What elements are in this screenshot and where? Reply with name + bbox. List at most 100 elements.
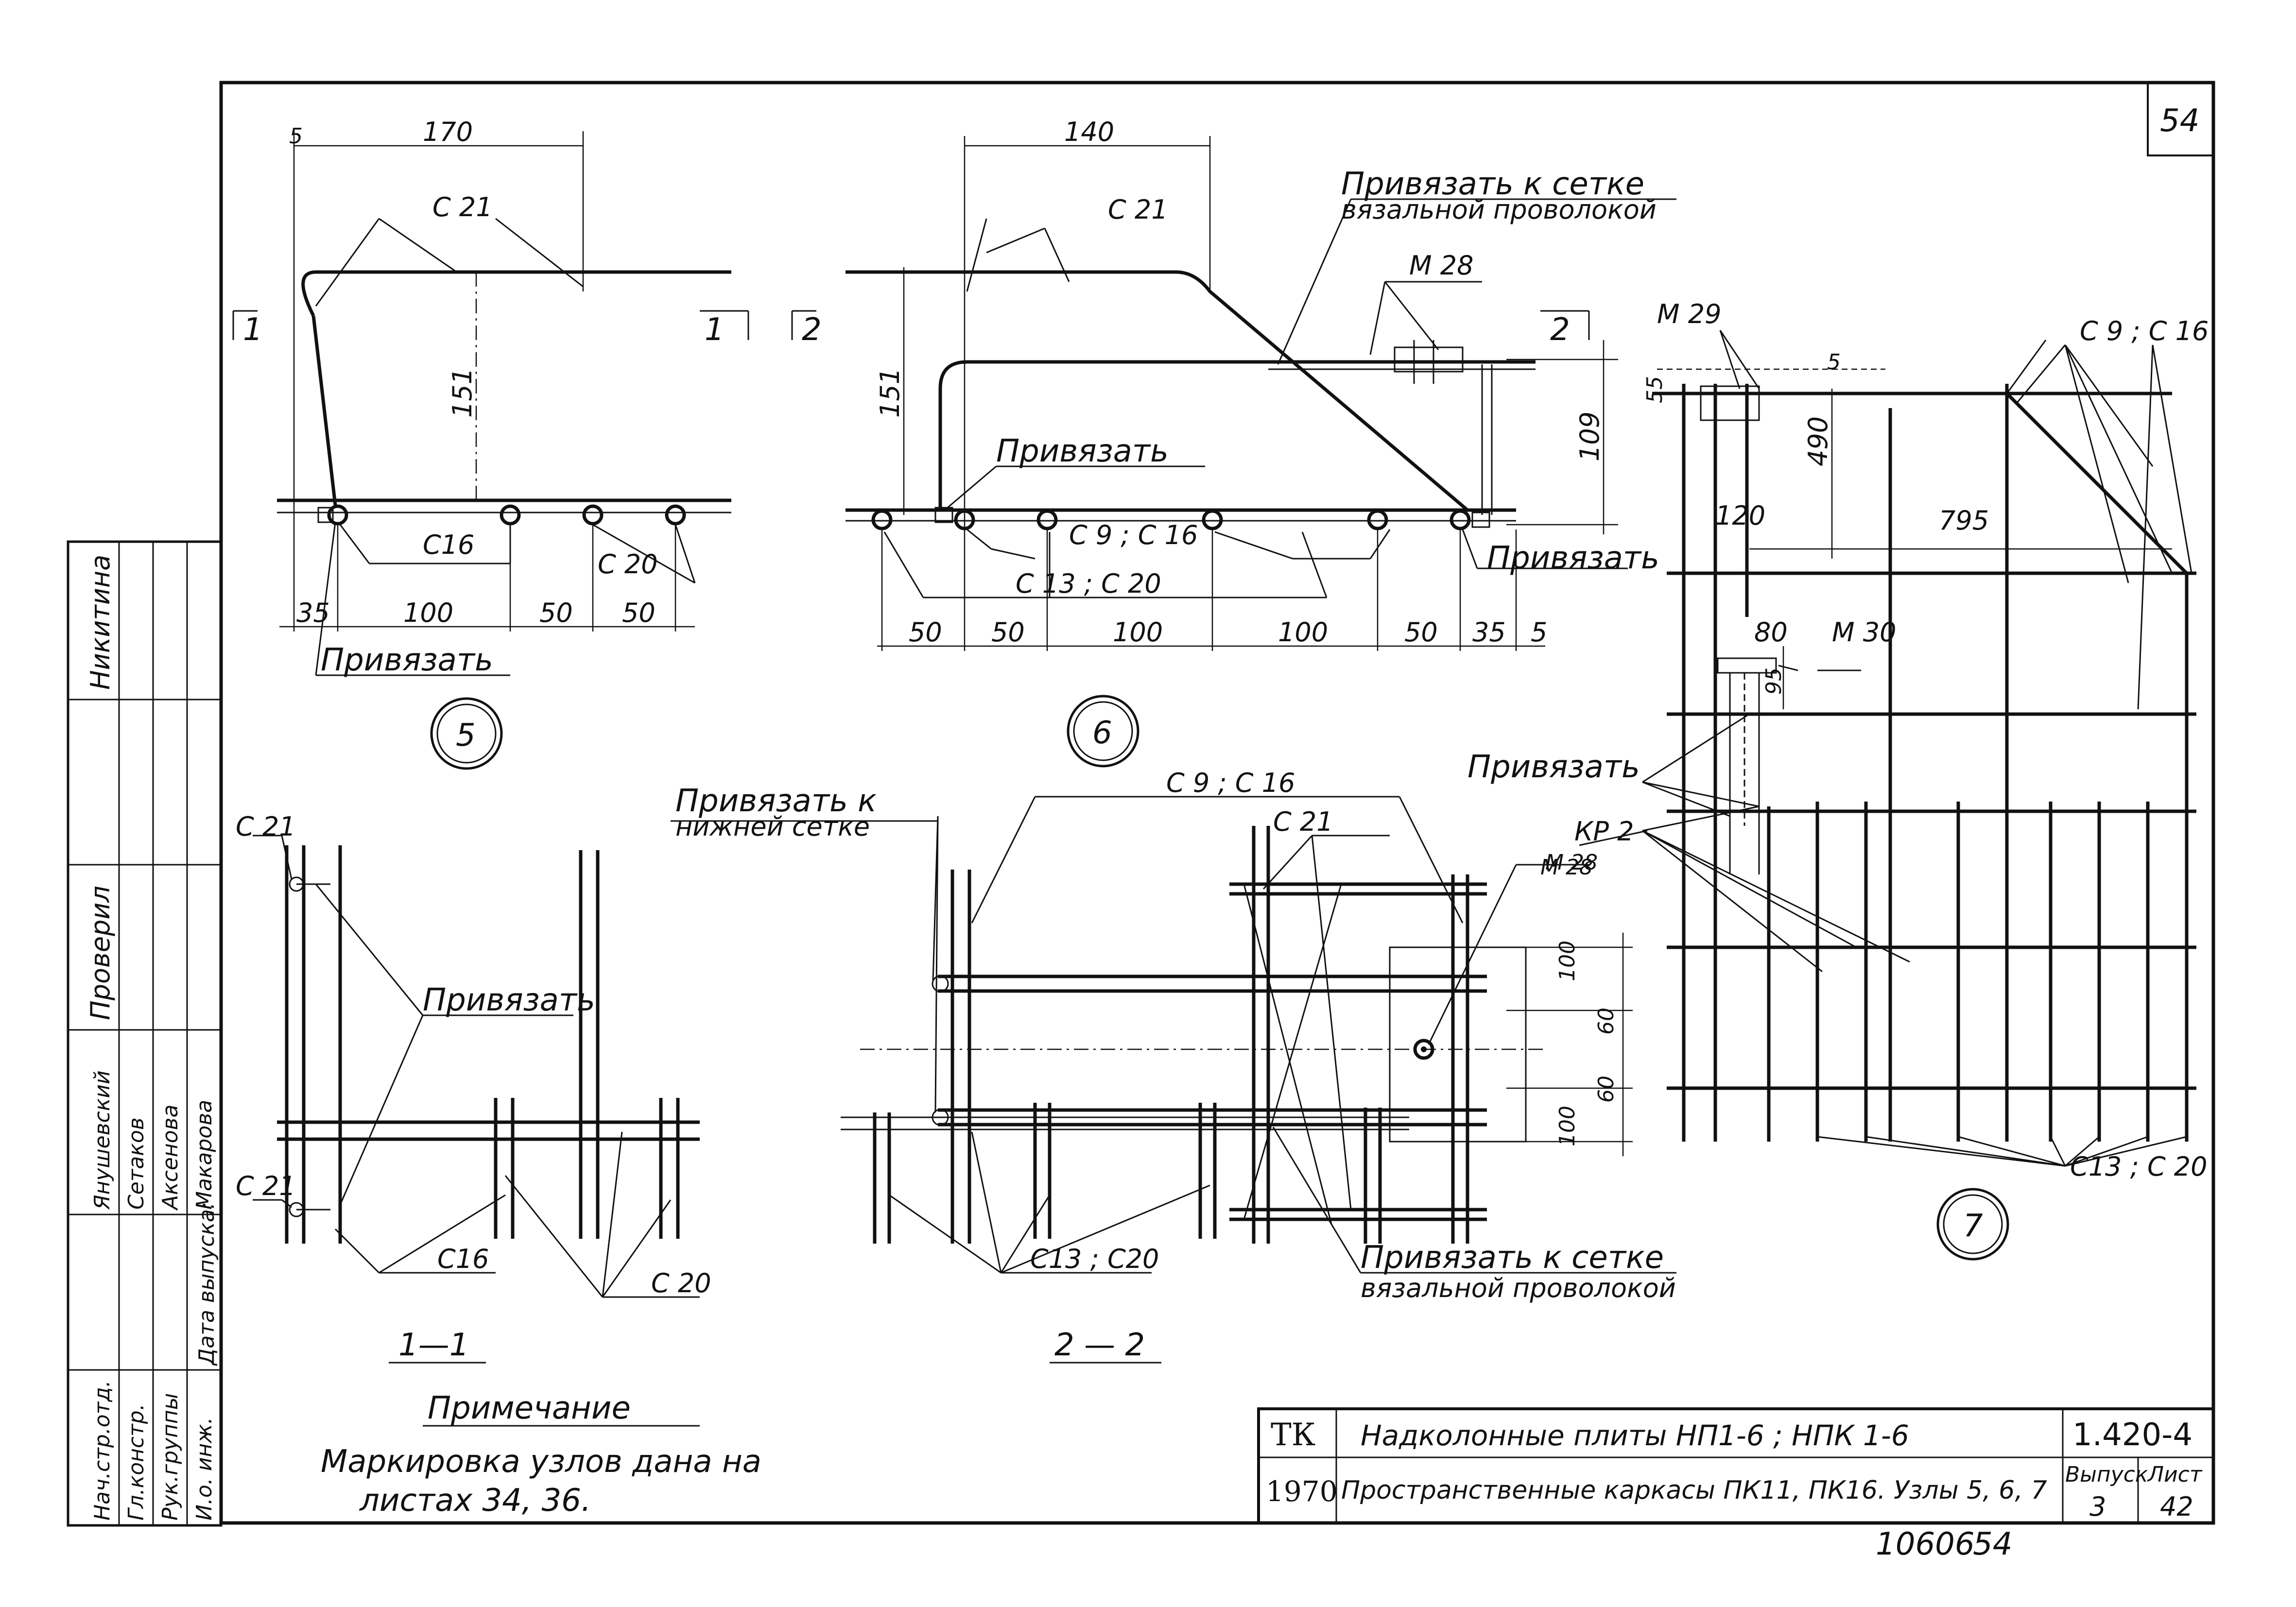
s22-bottom-mesh: нижней сетке	[675, 811, 870, 842]
title-block-texts: ТК 1970 Надколонные плиты НП1-6 ; НПК 1-…	[1266, 1417, 2203, 1522]
side-stamp	[68, 542, 221, 1525]
node5-dim-5: 5	[289, 124, 303, 149]
side-stamp-texts: Никитина Проверил Янушевский Сетаков Акс…	[85, 555, 219, 1521]
s11-label-c16: С16	[437, 1244, 489, 1274]
node7-dim-55: 55	[1642, 376, 1667, 403]
node7-label-tie: Привязать	[1467, 749, 1640, 785]
sheet-frame	[67, 81, 2215, 1527]
node5-label-c16: С16	[423, 530, 474, 560]
stamp-role-4: И.о. инж.	[192, 1417, 217, 1521]
node7-dim-80: 80	[1754, 617, 1788, 648]
node5-section-right: 1	[705, 312, 725, 348]
tb-title-line-2: Пространственные каркасы ПК11, ПК16. Узл…	[1341, 1476, 2047, 1505]
stamp-role-2: Гл.констр.	[124, 1403, 149, 1521]
node6-label-c13c20: С 13 ; С 20	[1016, 568, 1161, 599]
node6-dim-151: 151	[875, 368, 905, 418]
node-5-drawing	[232, 131, 749, 770]
stamp-role-3: Рук.группы	[158, 1393, 183, 1521]
node5-dim-50a: 50	[539, 598, 573, 628]
stamp-role-1: Нач.стр.отд.	[90, 1380, 115, 1521]
node-6-drawing	[791, 136, 1676, 768]
stamp-name-2: Сетаков	[124, 1117, 149, 1210]
node-7-drawing	[1579, 330, 2196, 1261]
node7-label-kr2: КР 2	[1574, 816, 1634, 847]
s22-dim-100-bottom: 100	[1555, 1106, 1580, 1146]
s11-label-c21-bottom: С 21	[236, 1171, 296, 1201]
node7-label-m30: М 30	[1832, 617, 1896, 648]
node5-dim-170: 170	[423, 117, 473, 147]
node6-label-tie: Привязать	[996, 433, 1169, 469]
section-2-2-texts: Привязать к нижней сетке С 9 ; С 16 С 21…	[675, 768, 1676, 1363]
node7-number: 7	[1963, 1208, 1983, 1244]
s11-label-c21-top: С 21	[236, 811, 296, 842]
node6-tie-to-mesh: Привязать к сетке	[1341, 166, 1644, 202]
checked-by-name: Никитина	[85, 555, 116, 690]
node5-dim-151: 151	[447, 368, 478, 418]
node6-section-right: 2	[1550, 312, 1570, 348]
tb-year: 1970	[1266, 1475, 1338, 1508]
s11-label-c20: С 20	[651, 1268, 711, 1299]
node7-dim-490: 490	[1803, 416, 1833, 466]
section-1-1-texts: С 21 С 21 Привязать С16 С 20 1—1	[236, 811, 711, 1363]
node5-section-left: 1	[243, 312, 263, 348]
node6-dim-100a: 100	[1113, 617, 1163, 648]
tb-series: 1.420-4	[2072, 1417, 2192, 1453]
node7-label-c9c16: С 9 ; С 16	[2080, 316, 2209, 346]
note-line-1: Маркировка узлов дана на	[321, 1444, 761, 1480]
node-6-texts: 140 С 21 Привязать к сетке вязальной про…	[802, 117, 1659, 751]
checked-label: Проверил	[85, 886, 116, 1020]
note-block: Примечание Маркировка узлов дана на лист…	[321, 1390, 761, 1519]
node5-label-c21: С 21	[432, 192, 493, 222]
node7-dim-120: 120	[1715, 500, 1765, 531]
tb-sheet-label: Лист	[2147, 1462, 2203, 1487]
node5-dim-100: 100	[403, 598, 453, 628]
s22-tie-wire: вязальной проволокой	[1361, 1273, 1676, 1303]
stamp-number-block: 10606 54	[1876, 1526, 2012, 1562]
s22-dim-60-top: 60	[1594, 1008, 1619, 1035]
s22-tie-bottom: Привязать к	[675, 783, 877, 819]
node6-tie-wire: вязальной проволокой	[1341, 194, 1657, 225]
node5-dim-35: 35	[296, 598, 330, 628]
node5-dim-50b: 50	[622, 598, 656, 628]
node6-section-left: 2	[802, 312, 822, 348]
stamp-name-3: Аксенова	[158, 1104, 183, 1211]
s22-label-c9c16: С 9 ; С 16	[1166, 768, 1295, 798]
stamp-name-4: Макарова	[192, 1100, 217, 1210]
node6-label-c21: С 21	[1108, 194, 1168, 225]
node6-dim-109: 109	[1574, 411, 1605, 462]
release-date-label: Дата выпуска:	[194, 1202, 219, 1366]
stamp-page: 54	[1973, 1526, 2012, 1562]
s22-label-c13c20: С13 ; С20	[1030, 1244, 1159, 1274]
section-1-1-drawing	[253, 835, 700, 1364]
stamp-number: 10606	[1876, 1526, 1975, 1562]
note-line-2: листах 34, 36.	[359, 1483, 591, 1519]
tb-issue: 3	[2089, 1491, 2106, 1522]
node6-label-c9c16: С 9 ; С 16	[1069, 520, 1198, 550]
s22-label-m28: М 28	[1540, 855, 1593, 880]
tb-issue-label: Выпуск	[2065, 1462, 2148, 1487]
s22-title: 2 — 2	[1054, 1327, 1145, 1363]
s22-tie-to-mesh: Привязать к сетке	[1361, 1240, 1664, 1276]
node7-label-c13c20: С13 ; С 20	[2070, 1151, 2208, 1182]
s11-label-tie: Привязать	[423, 982, 595, 1018]
node5-number: 5	[456, 718, 476, 753]
s22-dim-100-top: 100	[1555, 940, 1580, 981]
node6-number: 6	[1092, 715, 1112, 751]
tb-sheet: 42	[2160, 1491, 2193, 1522]
node-7-texts: М 29 С 9 ; С 16 5 55 490 120 795 80 М 30…	[1467, 299, 2209, 1244]
tb-title-line-1: Надколонные плиты НП1-6 ; НПК 1-6	[1361, 1419, 1909, 1452]
s22-label-c21: С 21	[1273, 806, 1333, 837]
s22-dim-60-bottom: 60	[1594, 1076, 1619, 1103]
title-block	[1257, 1407, 2215, 1524]
tb-org: ТК	[1271, 1417, 1315, 1453]
node6-dim-50c: 50	[1404, 617, 1438, 648]
node6-label-tie-right: Привязать	[1487, 540, 1659, 576]
node5-label-tie: Привязать	[321, 642, 493, 678]
corner-page-number: 54	[2160, 103, 2199, 139]
node6-dim-5: 5	[1531, 617, 1547, 648]
node7-dim-795: 795	[1939, 505, 1989, 536]
section-2-2-drawing	[671, 796, 1676, 1364]
node6-dim-50a: 50	[909, 617, 942, 648]
node5-label-c20: С 20	[598, 549, 658, 580]
